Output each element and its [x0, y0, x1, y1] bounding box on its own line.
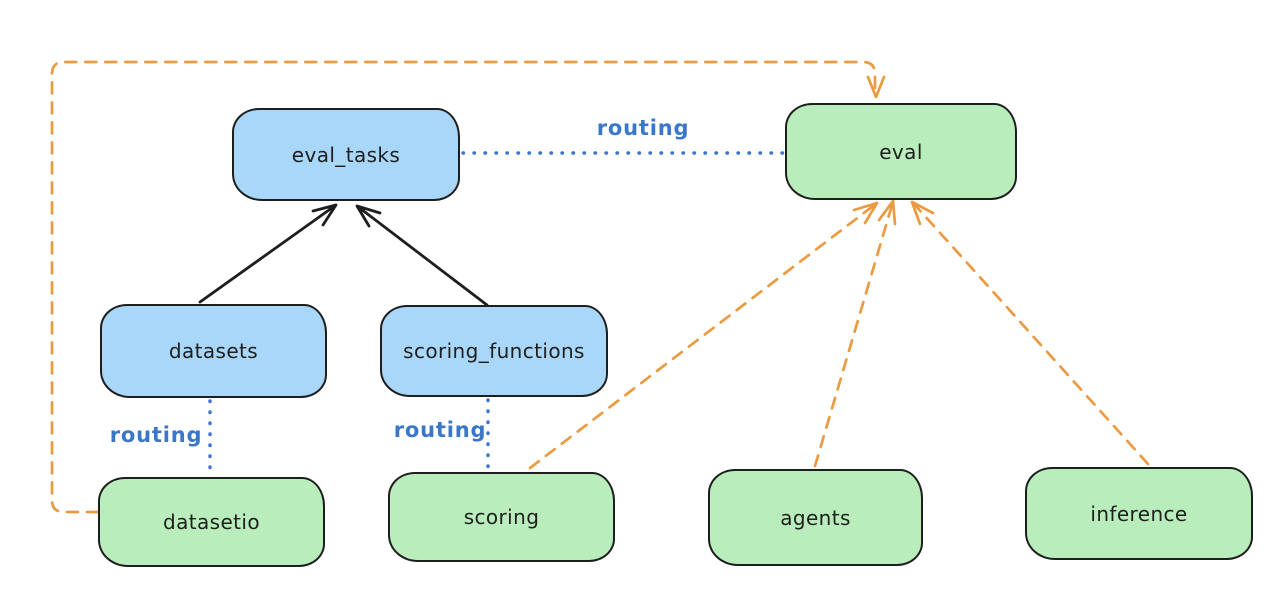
node-inference: inference — [1025, 467, 1253, 560]
dashed-arrow-scoring-to-eval — [528, 204, 875, 470]
node-agents: agents — [708, 469, 923, 566]
node-datasets: datasets — [100, 304, 327, 398]
arrowhead-scoring-to-eval — [852, 201, 879, 225]
arrow-datasets-to-eval-tasks — [198, 203, 338, 304]
dashed-arrow-datasetio-to-eval — [50, 60, 877, 514]
node-scoring-functions: scoring_functions — [380, 305, 608, 397]
node-eval: eval — [785, 103, 1017, 200]
edge-label-routing-datasets-to-datasetio: routing — [109, 423, 203, 447]
arrow-scoring-functions-to-eval-tasks — [355, 204, 489, 307]
node-eval-tasks: eval_tasks — [232, 108, 460, 201]
arrowhead-agents-to-eval — [877, 199, 897, 226]
dashed-arrow-agents-to-eval — [813, 203, 894, 468]
edge-label-routing-eval-tasks-to-eval: routing — [596, 116, 690, 140]
node-scoring: scoring — [388, 472, 615, 562]
arrowhead-datasetio-to-eval — [866, 75, 886, 99]
arrowhead-inference-to-eval — [910, 200, 935, 226]
dashed-arrow-inference-to-eval — [913, 203, 1150, 466]
edge-label-routing-scoring-functions-to-scoring: routing — [393, 418, 487, 442]
node-datasetio: datasetio — [98, 477, 325, 567]
